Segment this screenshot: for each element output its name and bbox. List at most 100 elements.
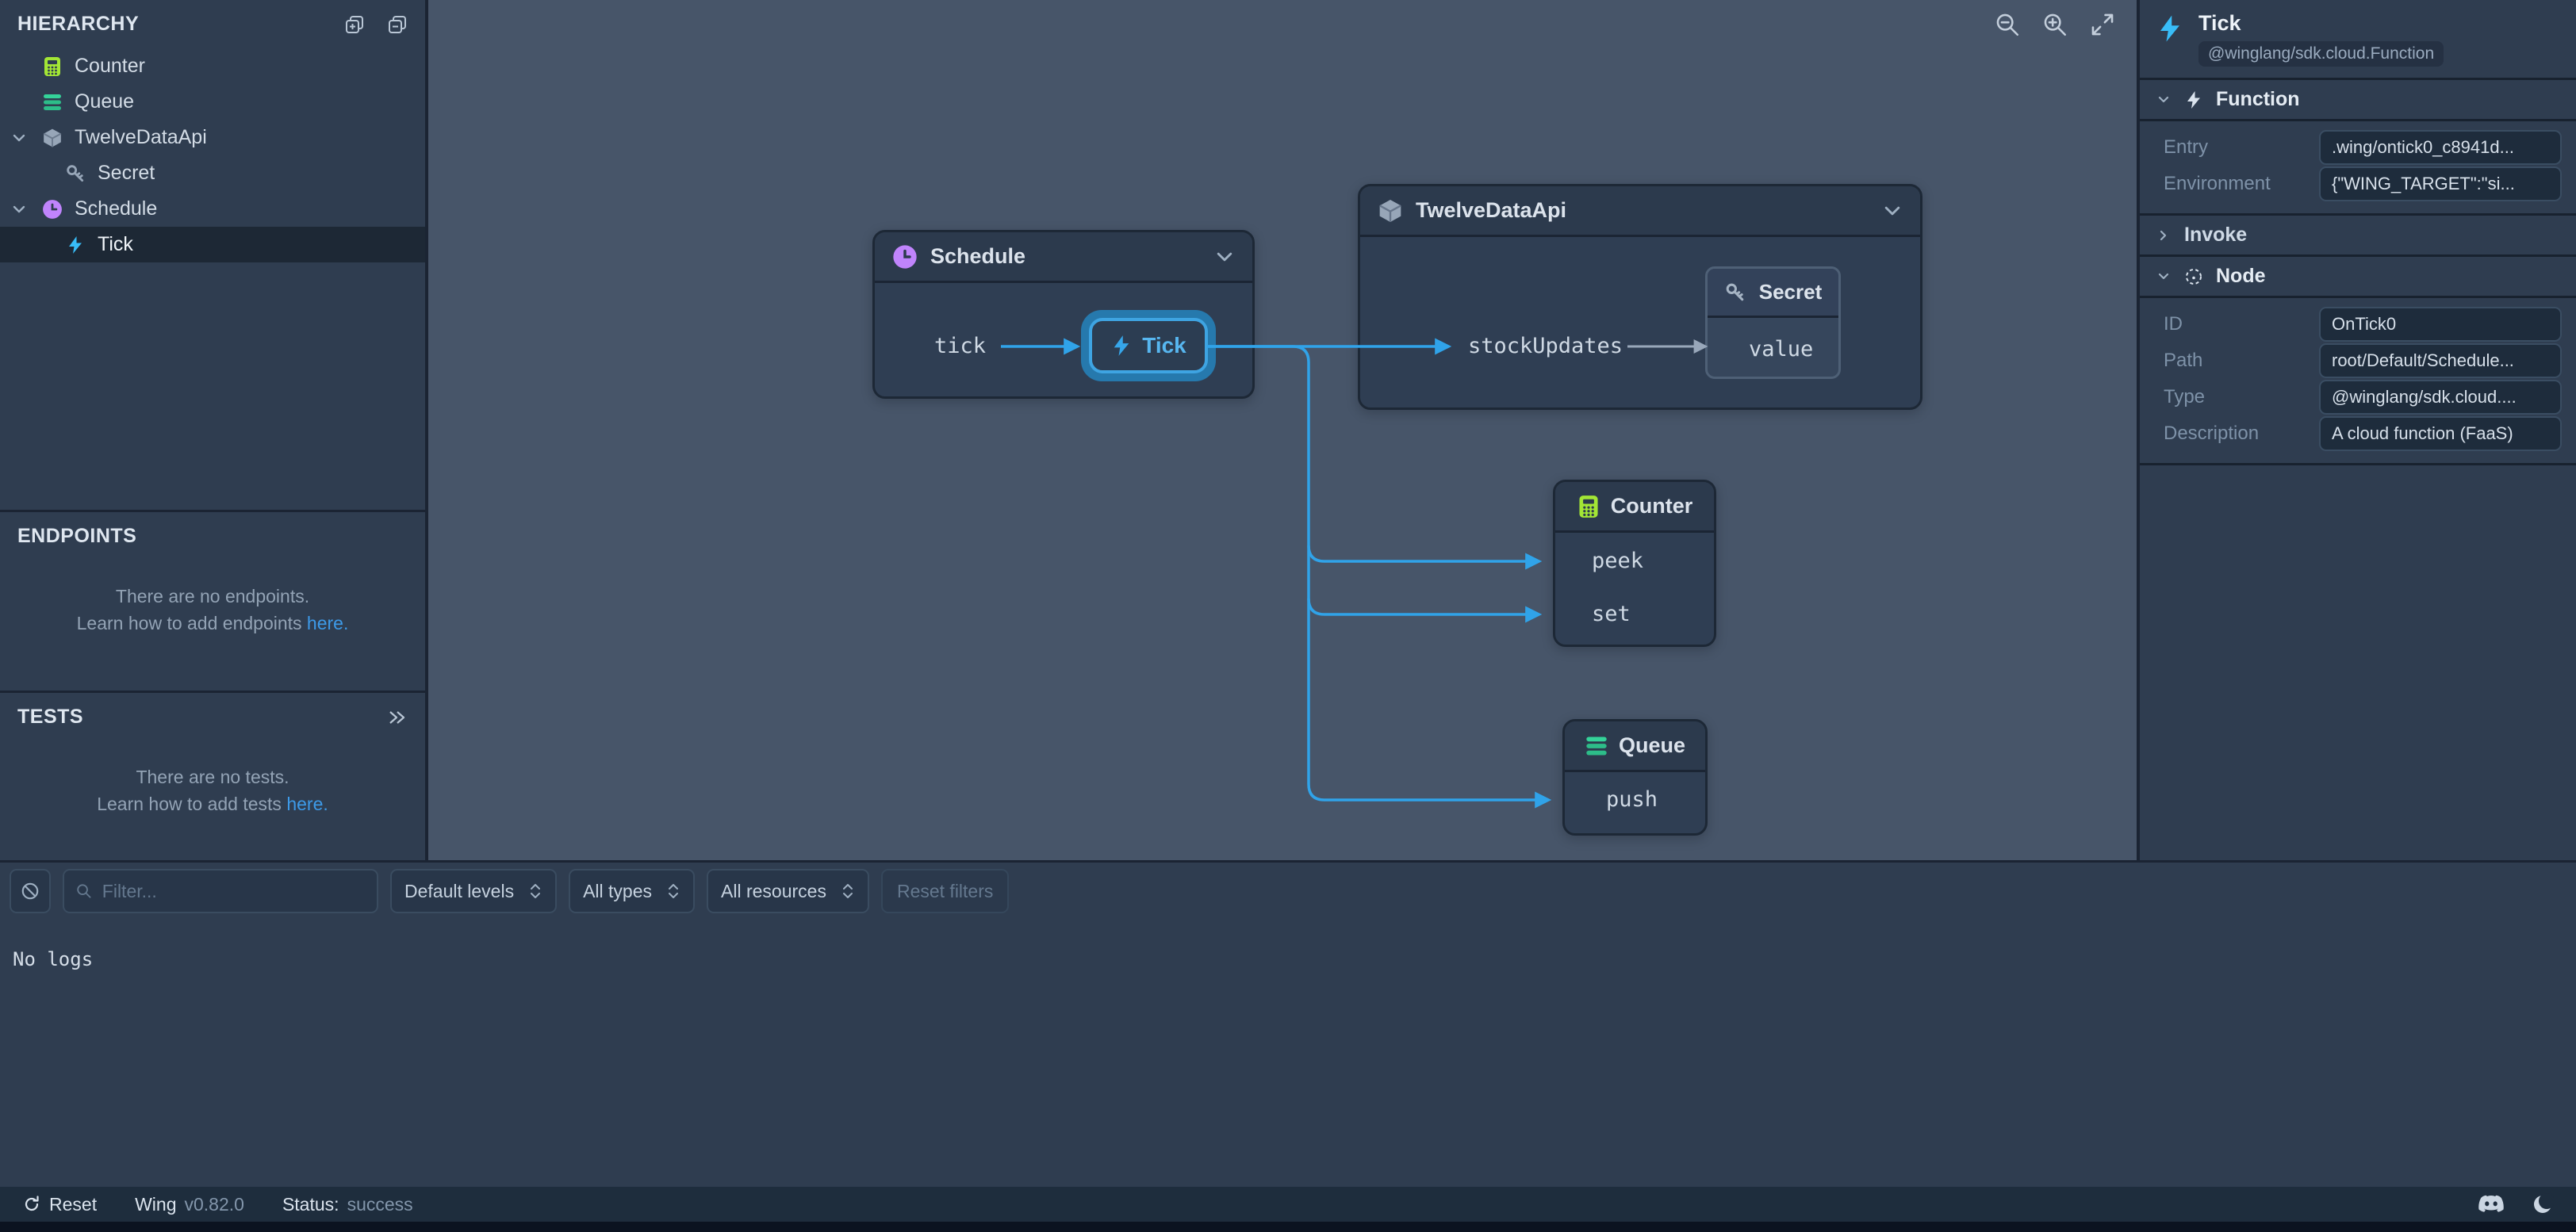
chevron-down-icon[interactable] [11,130,35,146]
tree-item-secret[interactable]: Secret [0,155,425,191]
focus-circle-icon [2184,267,2203,286]
node-counter[interactable]: Counter peek set [1553,480,1716,647]
tick-chip-label: Tick [1142,333,1186,358]
hierarchy-title: HIERARCHY [17,13,140,35]
tree-item-label: Counter [75,55,145,77]
tree-item-counter[interactable]: Counter [0,48,425,84]
zoom-out-button[interactable] [1994,11,2021,38]
endpoints-help-link[interactable]: here. [306,613,349,633]
clock-icon [892,244,918,270]
member-stockupdates[interactable]: stockUpdates [1468,334,1623,358]
tests-title: TESTS [17,706,84,728]
function-attributes: Entry .wing/ontick0_c8941d... Environmen… [2140,121,2576,216]
log-filter-input[interactable] [102,880,366,902]
member-set[interactable]: set [1592,602,1631,626]
member-peek[interactable]: peek [1592,549,1644,573]
tree-item-tick[interactable]: Tick [0,227,425,262]
attribute-row-path: Path root/Default/Schedule... [2164,342,2562,379]
tree-item-label: Queue [75,90,135,113]
node-schedule[interactable]: Schedule tick Tick [872,230,1255,399]
key-icon [65,163,86,184]
clear-logs-button[interactable] [10,869,51,913]
attribute-row-environment: Environment {"WING_TARGET":"si... [2164,166,2562,202]
hierarchy-tree: Counter Queue [0,44,425,510]
status-bar: Reset Wing v0.82.0 Status: success [0,1187,2576,1222]
chevron-down-icon[interactable] [11,201,35,217]
run-all-tests-button[interactable] [387,708,408,727]
collapse-all-button[interactable] [387,14,408,35]
log-levels-select[interactable]: Default levels [390,869,558,913]
counter-icon [42,56,63,77]
graph-canvas[interactable]: Schedule tick Tick [428,0,2137,860]
bolt-icon [1110,335,1133,357]
zoom-in-button[interactable] [2041,11,2068,38]
version-indicator: Wing v0.82.0 [135,1193,244,1215]
attribute-label: Environment [2164,173,2271,194]
attribute-label: ID [2164,313,2183,335]
endpoints-empty-state: There are no endpoints. Learn how to add… [76,586,349,633]
discord-icon[interactable] [2478,1194,2505,1215]
left-sidebar: HIERARCHY [0,0,428,860]
cube-icon [42,128,63,148]
logs-panel: Default levels All types All resources R… [0,860,2576,1187]
attribute-value[interactable]: root/Default/Schedule... [2319,343,2562,378]
member-tick[interactable]: tick [934,334,987,358]
chevron-down-icon [2158,96,2169,102]
node-title: TwelveDataApi [1416,198,1567,222]
tree-item-label: TwelveDataApi [75,126,207,148]
node-twelvedataapi[interactable]: TwelveDataApi stockUpdates Secret [1358,184,1922,410]
attribute-row-id: ID OnTick0 [2164,306,2562,342]
inspector-panel: Tick @winglang/sdk.cloud.Function Functi… [2137,0,2576,860]
attribute-value[interactable]: {"WING_TARGET":"si... [2319,166,2562,201]
attribute-value[interactable]: @winglang/sdk.cloud.... [2319,380,2562,415]
member-push[interactable]: push [1606,787,1658,812]
node-title: Secret [1758,280,1823,304]
attribute-row-type: Type @winglang/sdk.cloud.... [2164,379,2562,415]
cube-icon [1378,198,1403,224]
attribute-label: Entry [2164,136,2209,158]
section-invoke[interactable]: Invoke [2140,216,2576,257]
tests-section: TESTS There are no tests. Learn how to a… [0,693,425,860]
fit-view-button[interactable] [2089,11,2116,38]
attribute-value[interactable]: .wing/ontick0_c8941d... [2319,130,2562,165]
log-types-select[interactable]: All types [569,869,696,913]
reset-button[interactable]: Reset [22,1194,97,1215]
section-function[interactable]: Function [2140,80,2576,121]
attribute-label: Description [2164,423,2260,444]
clock-icon [42,199,63,220]
status-indicator: Status: success [282,1193,413,1215]
member-value[interactable]: value [1749,337,1814,362]
node-secret[interactable]: Secret value [1705,266,1841,379]
chevron-down-icon[interactable] [1214,247,1235,267]
section-label: Node [2216,265,2266,287]
node-queue[interactable]: Queue push [1562,719,1708,836]
expand-all-button[interactable] [344,14,365,35]
selected-node-tick[interactable]: Tick [1081,310,1216,381]
attribute-value[interactable]: OnTick0 [2319,307,2562,342]
updown-chevron-icon [669,884,679,898]
section-node[interactable]: Node [2140,257,2576,298]
queue-icon [42,92,63,113]
log-resources-select[interactable]: All resources [707,869,869,913]
tree-item-schedule[interactable]: Schedule [0,191,425,227]
tree-item-label: Schedule [75,197,158,220]
logs-empty-text: No logs [13,948,94,970]
updown-chevron-icon [531,884,541,898]
bolt-icon [2156,14,2184,67]
tree-item-twelvedataapi[interactable]: TwelveDataApi [0,120,425,155]
logs-toolbar: Default levels All types All resources R… [0,863,2576,913]
attribute-row-entry: Entry .wing/ontick0_c8941d... [2164,129,2562,166]
bolt-icon [65,235,86,255]
tree-item-queue[interactable]: Queue [0,84,425,120]
reset-filters-button[interactable]: Reset filters [880,869,1010,913]
attribute-value[interactable]: A cloud function (FaaS) [2319,416,2562,451]
tests-help-link[interactable]: here. [286,794,328,814]
log-filter-field[interactable] [63,869,378,913]
attribute-label: Path [2164,350,2203,371]
theme-toggle-moon-icon[interactable] [2532,1193,2554,1215]
updown-chevron-icon [842,884,853,898]
chevron-down-icon[interactable] [1882,201,1903,221]
tests-empty-state: There are no tests. Learn how to add tes… [97,767,328,814]
node-title: Schedule [930,244,1026,268]
